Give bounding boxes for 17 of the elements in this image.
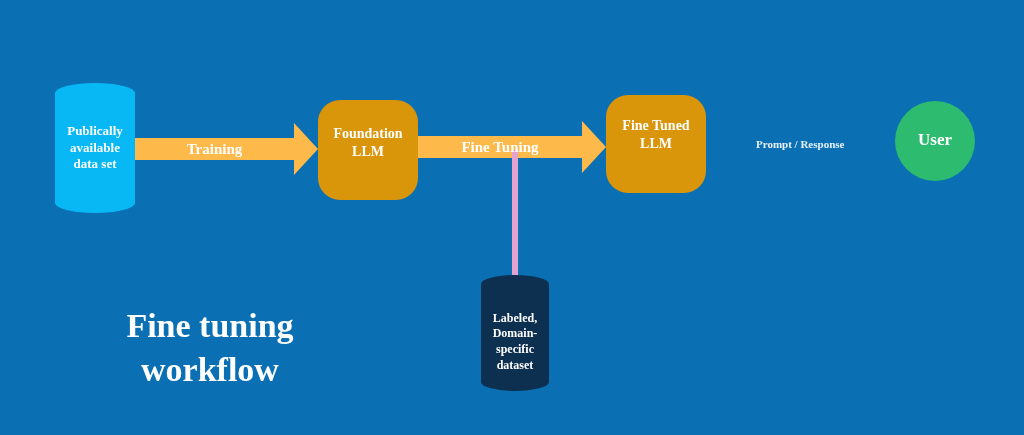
database-cylinder <box>55 83 135 213</box>
user-circle <box>895 101 975 181</box>
diagram-title: Fine tuning workflow <box>125 306 295 391</box>
block-arrow <box>135 123 318 175</box>
edge-label: Training <box>186 140 243 158</box>
node-label: User <box>918 128 952 151</box>
node-label: Fine Tuned LLM <box>621 116 691 153</box>
node-label: Foundation LLM <box>332 124 404 161</box>
database-cylinder <box>481 275 549 391</box>
node-label: Publically available data set <box>66 122 124 174</box>
connector-line <box>512 150 518 275</box>
node-label: Labeled, Domain-specific dataset <box>491 309 539 374</box>
process-box <box>606 95 706 193</box>
annotation-text: Prompt / Response <box>756 138 845 150</box>
block-arrow <box>418 121 606 173</box>
process-box <box>318 100 418 200</box>
edge-label: Fine Tuning <box>461 138 539 156</box>
